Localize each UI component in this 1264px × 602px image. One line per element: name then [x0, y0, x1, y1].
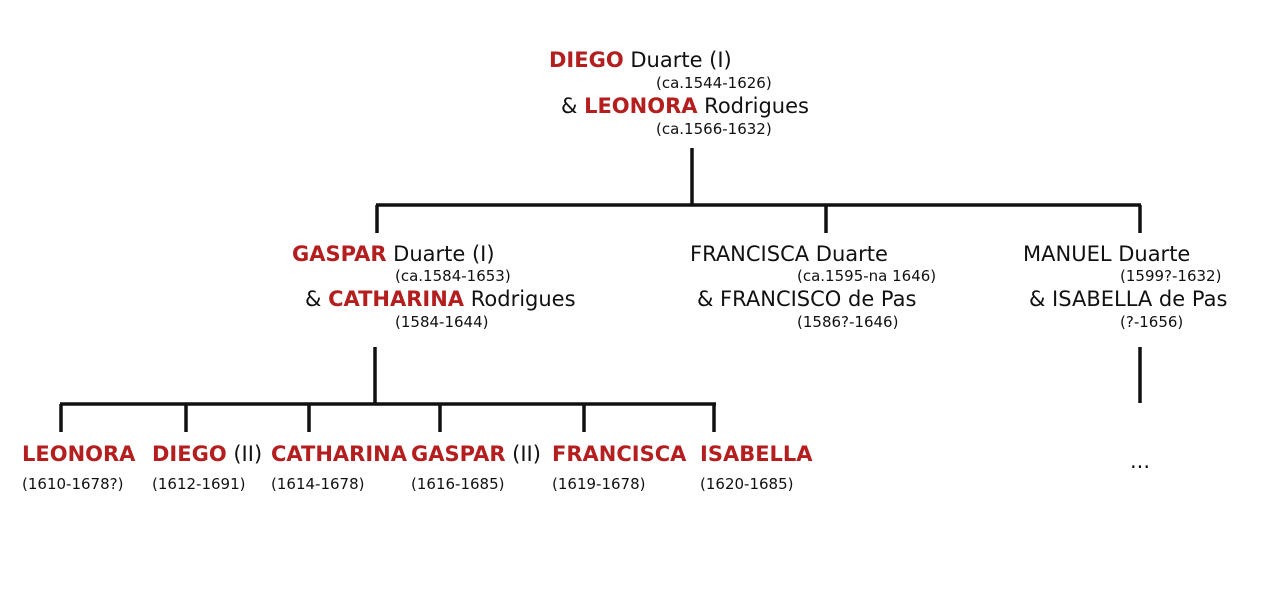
- francisca-name: FRANCISCA Duarte: [690, 242, 888, 266]
- gaspar-husband-rest: Duarte (I): [386, 242, 495, 266]
- root-wife-rest: Rodrigues: [697, 94, 809, 118]
- manuel-spouse-dates: (?-1656): [1120, 313, 1184, 331]
- child-catharina-dates: (1614-1678): [271, 475, 365, 493]
- child-isabella-dates: (1620-1685): [700, 475, 794, 493]
- gaspar-husband-name: GASPAR Duarte (I): [292, 242, 495, 266]
- child-diego-dates: (1612-1691): [152, 475, 246, 493]
- gaspar-wife-first: CATHARINA: [328, 287, 465, 311]
- child-diego-suffix: (II): [226, 442, 263, 466]
- child-catharina-first: CATHARINA: [271, 442, 407, 466]
- manuel-descendants-ellipsis: ...: [1130, 449, 1151, 473]
- root-wife-dates: (ca.1566-1632): [656, 120, 772, 138]
- francisca-spouse-name: & FRANCISCO de Pas: [697, 287, 917, 311]
- manuel-dates: (1599?-1632): [1120, 267, 1222, 285]
- gaspar-wife-rest: Rodrigues: [464, 287, 576, 311]
- root-husband-rest: Duarte (I): [623, 48, 732, 72]
- child-francisca-dates: (1619-1678): [552, 475, 646, 493]
- root-husband-dates: (ca.1544-1626): [656, 74, 772, 92]
- root-wife-prefix: &: [561, 94, 585, 118]
- child-francisca-first: FRANCISCA: [552, 442, 687, 466]
- gaspar-wife-prefix: &: [305, 287, 329, 311]
- child-diego-name: DIEGO (II): [152, 442, 262, 466]
- child-gaspar-dates: (1616-1685): [411, 475, 505, 493]
- child-isabella-name: ISABELLA: [700, 442, 813, 466]
- francisca-dates: (ca.1595-na 1646): [797, 267, 937, 285]
- gaspar-husband-first: GASPAR: [292, 242, 387, 266]
- child-gaspar-name: GASPAR (II): [411, 442, 541, 466]
- gaspar-husband-dates: (ca.1584-1653): [395, 267, 511, 285]
- gaspar-wife-name: & CATHARINA Rodrigues: [305, 287, 576, 311]
- child-gaspar-first: GASPAR: [411, 442, 506, 466]
- child-gaspar-suffix: (II): [505, 442, 541, 466]
- root-husband-name: DIEGO Duarte (I): [549, 48, 732, 72]
- child-leonora-name: LEONORA: [22, 442, 135, 466]
- francisca-spouse-dates: (1586?-1646): [797, 313, 899, 331]
- root-wife-name: & LEONORA Rodrigues: [561, 94, 809, 118]
- gaspar-wife-dates: (1584-1644): [395, 313, 489, 331]
- child-isabella-first: ISABELLA: [700, 442, 813, 466]
- child-diego-first: DIEGO: [152, 442, 227, 466]
- child-leonora-dates: (1610-1678?): [22, 475, 124, 493]
- root-husband-first: DIEGO: [549, 48, 624, 72]
- child-francisca-name: FRANCISCA: [552, 442, 686, 466]
- root-wife-first: LEONORA: [584, 94, 698, 118]
- manuel-spouse-name: & ISABELLA de Pas: [1029, 287, 1228, 311]
- manuel-name: MANUEL Duarte: [1023, 242, 1191, 266]
- child-leonora-first: LEONORA: [22, 442, 136, 466]
- child-catharina-name: CATHARINA: [271, 442, 407, 466]
